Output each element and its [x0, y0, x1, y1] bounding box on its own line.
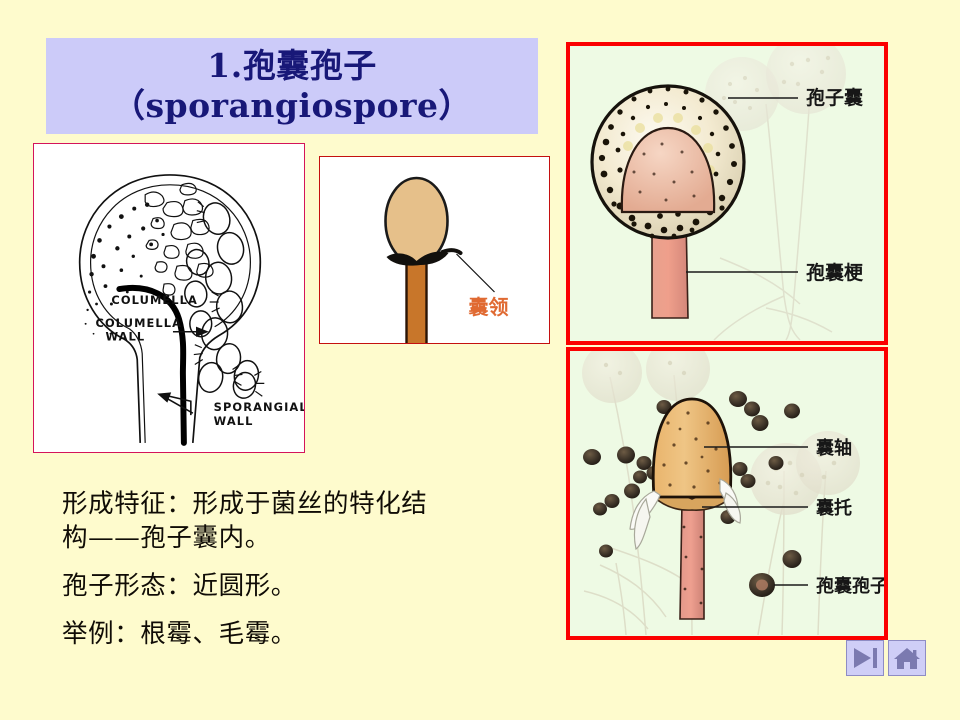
body-paragraph-1-line-1: 形成特征：形成于菌丝的特化结	[62, 489, 428, 519]
label-sporangiophore: 孢囊梗	[806, 261, 864, 284]
figure-columella-line-diagram: COLUMELLA COLUMELLA WALL SPORANGIAL WALL	[33, 143, 305, 453]
label-sporangiospore: 孢囊孢子	[816, 575, 884, 597]
label-columella-wall-2: WALL	[105, 330, 145, 344]
page-title-line-1: 1.孢囊孢子	[207, 45, 377, 85]
body-paragraph-1-line-2: 构——孢子囊内。	[62, 522, 271, 553]
body-paragraph-1: 形成特征：形成于菌丝的特化结 构——孢子囊内。	[62, 488, 552, 556]
sporangiospores	[583, 391, 802, 597]
slide-body-text: 形成特征：形成于菌丝的特化结 构——孢子囊内。 孢子形态：近圆形。 举例：根霉、…	[62, 488, 552, 652]
home-icon	[894, 648, 920, 669]
home-button[interactable]	[888, 640, 926, 676]
label-columella: 囊轴	[815, 437, 852, 459]
label-collar: 囊领	[468, 295, 509, 319]
stalk-shape	[405, 253, 428, 343]
play-forward-icon	[854, 648, 877, 668]
label-apophysis: 囊托	[815, 497, 852, 519]
figure-sporangium-collar-diagram: 囊领	[319, 156, 550, 344]
next-slide-button[interactable]	[846, 640, 884, 676]
ghost-sporangium-2	[766, 46, 846, 114]
stalk-shape	[679, 500, 705, 620]
label-columella-wall-1: COLUMELLA	[96, 316, 183, 330]
label-sporangium: 孢子囊	[806, 86, 864, 109]
label-columella: COLUMELLA	[111, 293, 198, 307]
figure-columella-illustration: 囊轴 囊托 孢囊孢子	[566, 347, 888, 640]
slide-navigation-bar	[846, 640, 926, 676]
body-paragraph-2: 孢子形态：近圆形。	[62, 570, 297, 601]
label-sporangial-wall-2: WALL	[214, 414, 254, 428]
page-title-line-2: （sporangiospore）	[111, 86, 473, 125]
slide-title-band: 1.孢囊孢子 （sporangiospore）	[46, 38, 538, 134]
label-sporangial-wall-1: SPORANGIAL	[214, 400, 304, 414]
columella-shape	[651, 397, 733, 499]
body-paragraph-3: 举例：根霉、毛霉。	[62, 618, 297, 649]
collar-shape	[386, 251, 449, 266]
sac-shape	[384, 176, 449, 266]
figure-sporangium-illustration: 孢子囊 孢囊梗	[566, 42, 888, 345]
columella-shape	[620, 126, 716, 214]
